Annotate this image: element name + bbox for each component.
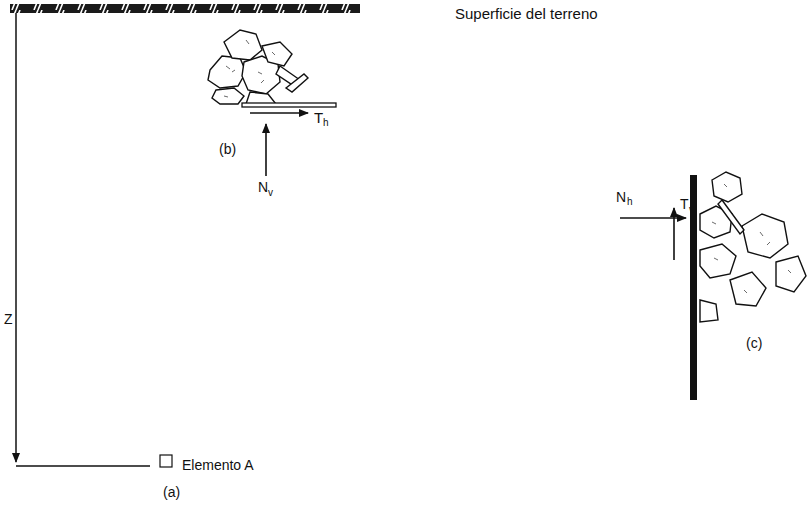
- depth-label: Z: [4, 312, 13, 326]
- particle-texture-c: [712, 184, 791, 293]
- force-subscript: v: [689, 205, 694, 215]
- depth-axis: [15, 13, 17, 462]
- soil-particles-c: [700, 172, 806, 322]
- normal-arrow-h: [620, 217, 686, 219]
- horizontal-plate: [242, 103, 336, 107]
- force-symbol: T: [314, 110, 323, 125]
- shear-arrow-h: [250, 112, 308, 114]
- shear-arrow-v: [673, 208, 675, 260]
- force-symbol: T: [680, 197, 689, 211]
- element-label: Elemento A: [182, 458, 254, 472]
- ground-band: [10, 4, 360, 13]
- figure-label: (c): [746, 336, 762, 350]
- soil-particles-b: [208, 30, 308, 104]
- depth-line: [16, 465, 150, 467]
- particle-texture-b: [224, 40, 275, 97]
- figure-label: (b): [219, 142, 236, 156]
- normal-arrow-v: [265, 124, 267, 176]
- force-subscript: v: [268, 188, 273, 198]
- element-square: [160, 455, 172, 467]
- force-symbol: N: [616, 190, 626, 204]
- force-subscript: h: [627, 197, 633, 207]
- vertical-wall: [690, 175, 697, 400]
- figure-label: (a): [163, 485, 180, 499]
- force-subscript: h: [323, 118, 329, 128]
- force-symbol: N: [258, 180, 268, 194]
- ground-label: Superficie del terreno: [455, 6, 598, 21]
